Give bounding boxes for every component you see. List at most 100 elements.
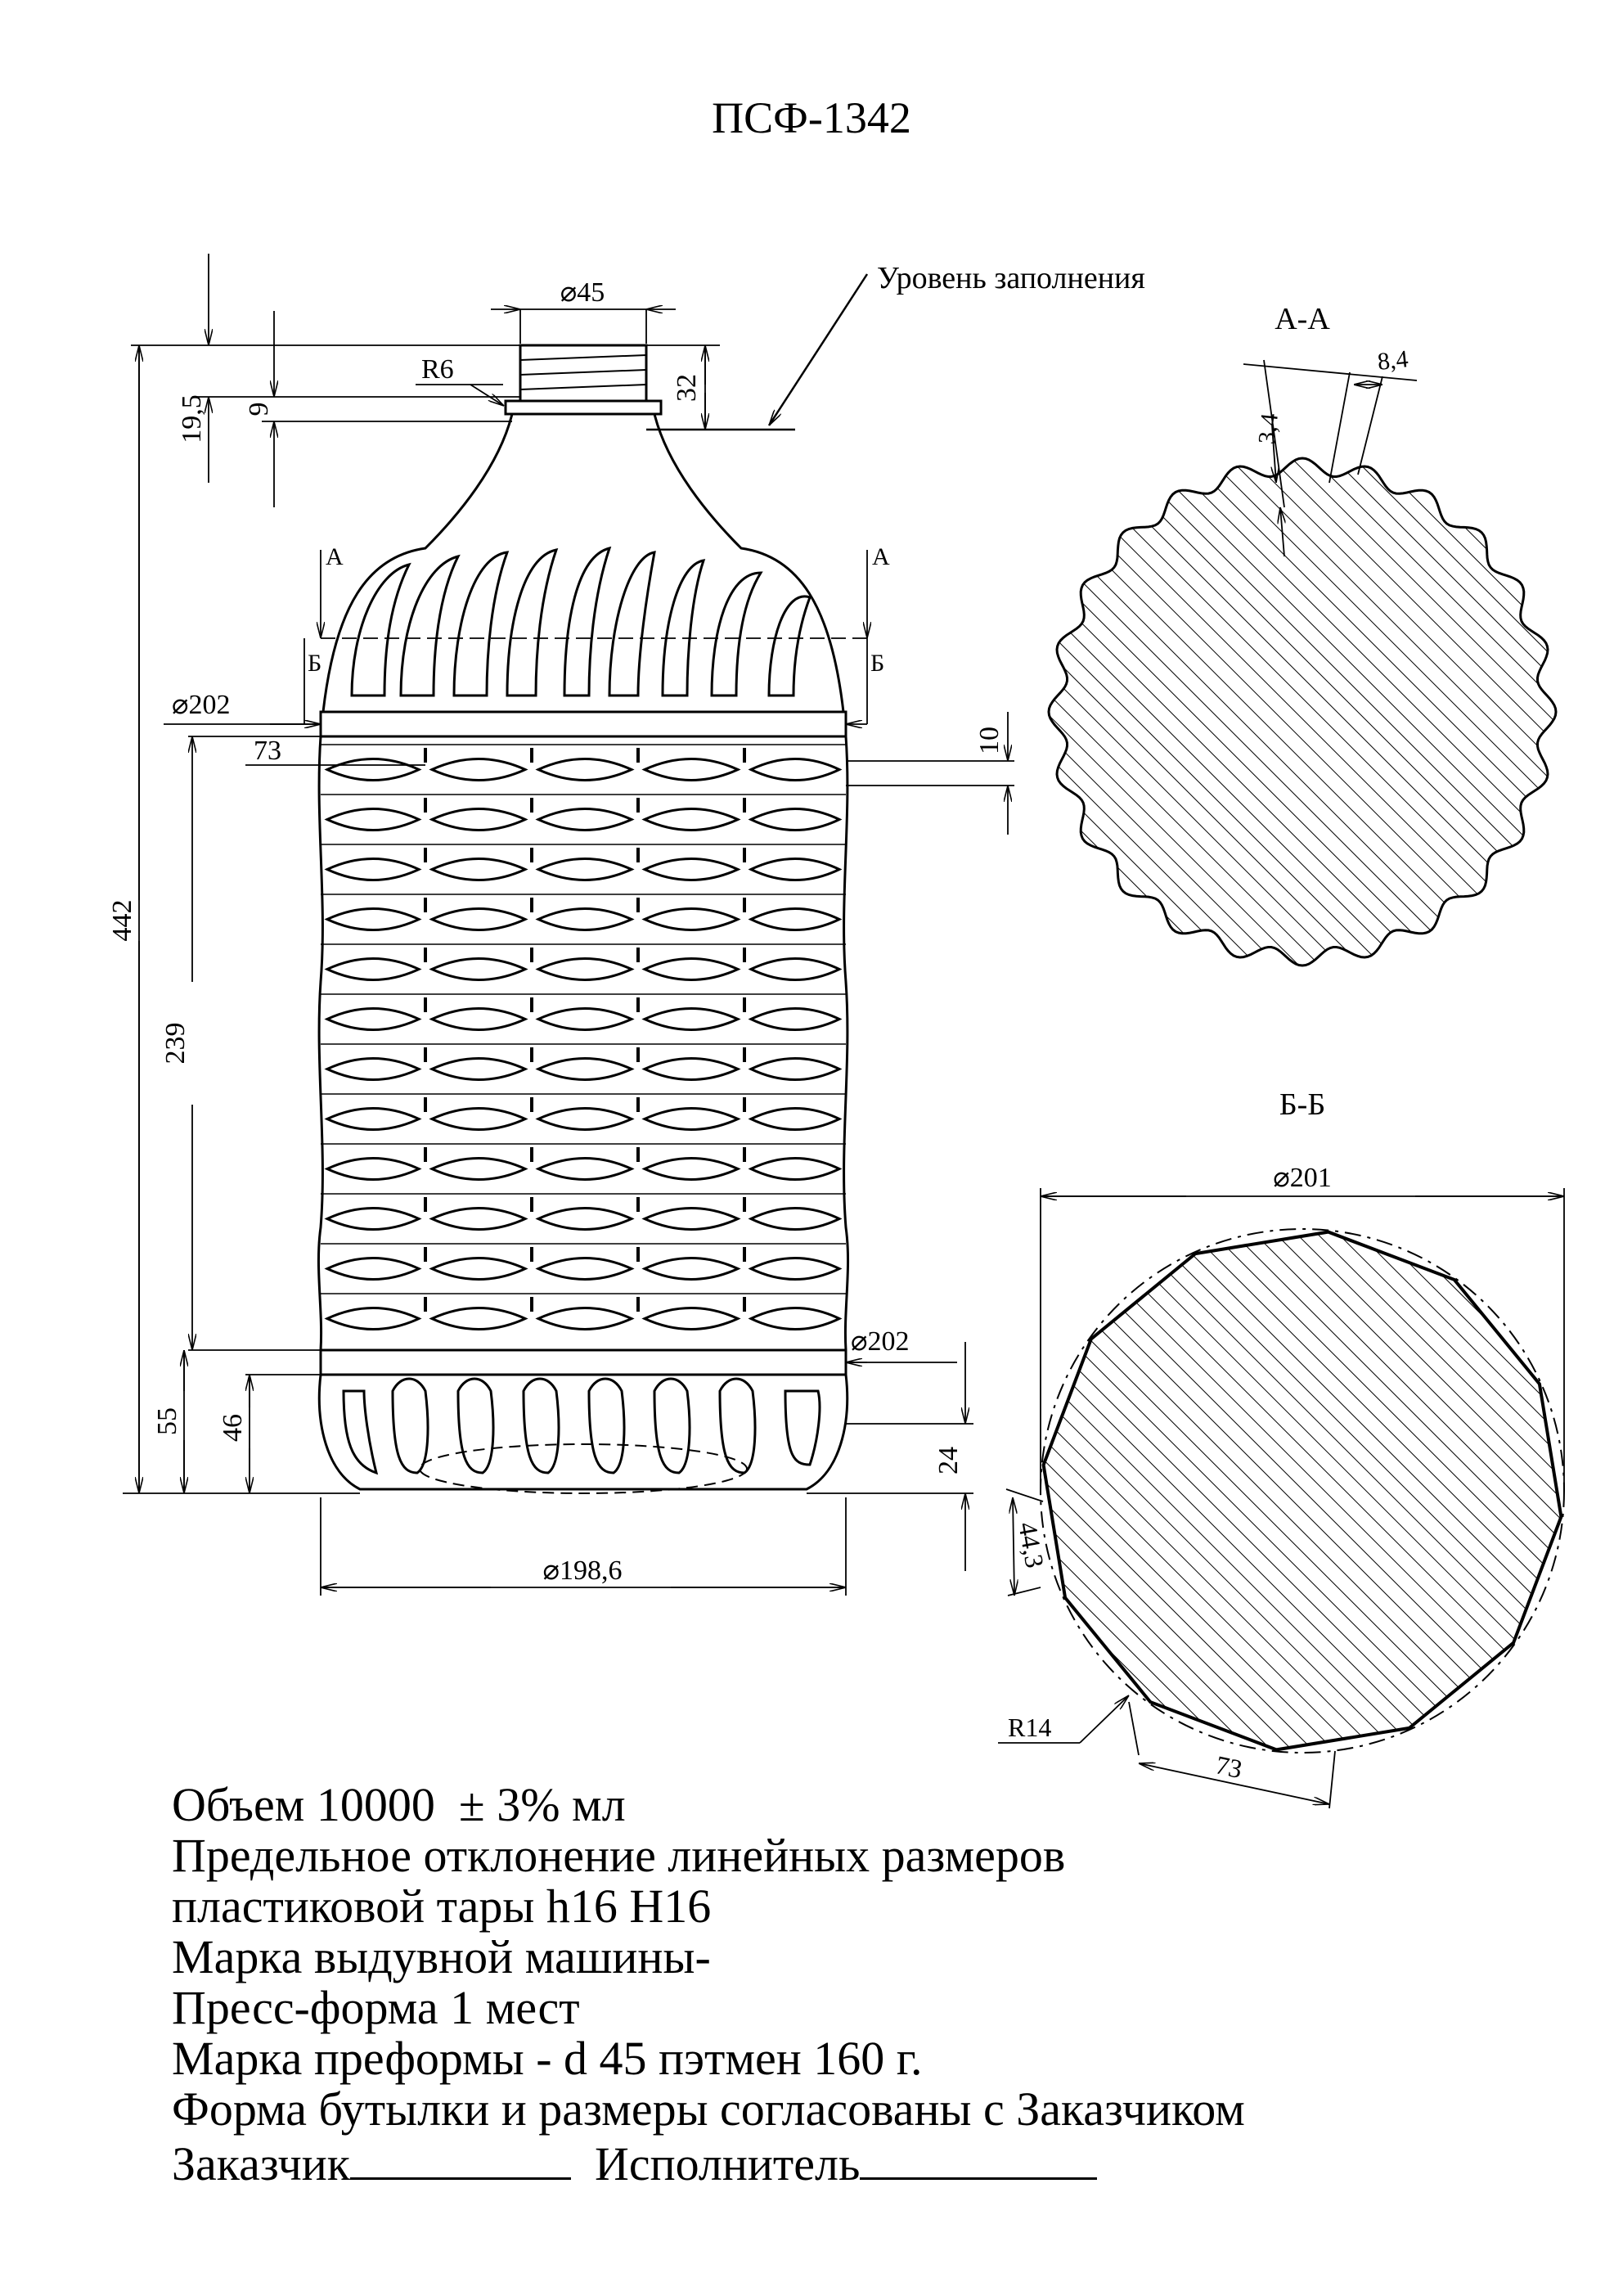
body-lens	[535, 858, 635, 881]
signature-row: Заказчик Исполнитель	[172, 2135, 1595, 2190]
dim-base-height-55: 55	[152, 1407, 182, 1435]
body-lens	[641, 1207, 741, 1231]
dim-section-b-flat: 44,3	[1013, 1519, 1050, 1569]
dim-body-height: 239	[160, 1023, 191, 1065]
dim-body-diameter-bottom: ⌀202	[851, 1326, 909, 1357]
dim-total-height: 442	[107, 900, 137, 942]
body-lens	[748, 1307, 843, 1330]
contractor-label: Исполнитель	[594, 2137, 861, 2190]
body-lens	[641, 808, 741, 831]
section-a-title: А-А	[1275, 302, 1330, 336]
dim-base-height-24: 24	[933, 1447, 964, 1474]
body-lens	[429, 1157, 528, 1181]
body-lens	[748, 1107, 843, 1131]
note-tolerance-1: Предельное отклонение линейных размеров	[172, 1829, 1066, 1882]
dim-neck-height-19: 19,5	[177, 394, 207, 443]
body-lens	[748, 907, 843, 931]
body-lens	[748, 1257, 843, 1281]
note-volume: Объем 10000 ± 3% мл	[172, 1778, 626, 1831]
body-lens	[748, 758, 843, 781]
body-lens	[324, 1157, 422, 1181]
body-lens	[324, 1007, 422, 1031]
cut-label-a-left: А	[326, 543, 344, 570]
body-lens	[748, 957, 843, 981]
section-b-view: ⌀201 44,3 R14 73	[998, 1163, 1565, 1809]
drawing-title: ПСФ-1342	[712, 93, 911, 142]
body-lens	[748, 858, 843, 881]
dim-body-diameter-top: ⌀202	[172, 690, 230, 720]
body-lens	[748, 1007, 843, 1031]
body-lens	[324, 1057, 422, 1081]
upper-band	[319, 710, 847, 738]
bottle-base	[317, 1374, 849, 1491]
body-lens	[535, 758, 635, 781]
body-lens	[429, 758, 528, 781]
section-b-outline	[1041, 1230, 1563, 1752]
customer-signature-line[interactable]	[349, 2135, 571, 2180]
dim-neck-diameter: ⌀45	[560, 277, 605, 308]
dim-rib-pitch: 73	[254, 736, 281, 766]
dimension-lines	[123, 254, 1014, 1596]
section-a-outline	[1047, 457, 1558, 967]
body-pattern	[321, 744, 846, 1330]
body-lens	[535, 907, 635, 931]
note-mold: Пресс-форма 1 мест	[172, 1981, 580, 2034]
cut-label-b-right: Б	[870, 650, 884, 677]
body-lens	[324, 1257, 422, 1281]
body-lens	[429, 1107, 528, 1131]
fill-level-label: Уровень заполнения	[877, 261, 1145, 295]
body-lens	[324, 1107, 422, 1131]
body-lens	[535, 1307, 635, 1330]
dimension-labels: ⌀45 R6 19,5 9 32 442 ⌀202 73 10 239 55 4…	[107, 277, 1005, 1586]
body-lens	[641, 1307, 741, 1330]
dim-section-b-diameter: ⌀201	[1273, 1163, 1331, 1193]
section-b-title: Б-Б	[1279, 1087, 1325, 1122]
neck-threads	[519, 354, 647, 390]
base-ellipse	[419, 1443, 748, 1494]
shoulder-ribs	[350, 546, 812, 697]
body-lens	[535, 1007, 635, 1031]
body-lens	[429, 808, 528, 831]
body-lens	[748, 808, 843, 831]
body-lens	[748, 1057, 843, 1081]
body-lens	[641, 1107, 741, 1131]
body-lens	[535, 1107, 635, 1131]
body-lens	[641, 758, 741, 781]
dim-neck-height-32: 32	[672, 374, 702, 402]
body-lens	[429, 1207, 528, 1231]
base-ribs	[342, 1377, 821, 1475]
body-lens	[324, 957, 422, 981]
body-lens	[429, 1057, 528, 1081]
body-lens	[324, 858, 422, 881]
body-lens	[429, 1007, 528, 1031]
note-preform: Марка преформы - d 45 пэтмен 160 г.	[172, 2032, 923, 2085]
neck-support-ring	[504, 399, 663, 416]
body-lens	[429, 1307, 528, 1330]
body-lens	[535, 1157, 635, 1181]
section-cut-labels: А А Б Б	[308, 543, 890, 677]
body-lens	[641, 1057, 741, 1081]
body-left-side	[317, 736, 324, 1351]
dim-band-height: 10	[974, 727, 1005, 754]
section-a-view: 8,4 3,4	[1047, 345, 1558, 967]
body-lens	[641, 1157, 741, 1181]
body-lens	[429, 907, 528, 931]
dim-base-diameter: ⌀198,6	[543, 1555, 623, 1586]
body-lens	[324, 808, 422, 831]
body-lens	[324, 1207, 422, 1231]
contractor-signature-line[interactable]	[860, 2135, 1098, 2180]
body-lens	[429, 957, 528, 981]
dim-groove-width: 8,4	[1376, 345, 1409, 376]
drawing-notes: Объем 10000 ± 3% мл Предельное отклонени…	[172, 1780, 1595, 2190]
bottle-front-view	[317, 344, 850, 1494]
body-lens	[535, 808, 635, 831]
body-right-side	[843, 736, 850, 1351]
fill-level-indicator	[646, 273, 869, 431]
cut-label-a-right: А	[872, 543, 890, 570]
customer-label: Заказчик	[172, 2137, 350, 2190]
dim-base-height-46: 46	[218, 1414, 248, 1442]
note-machine: Марка выдувной машины-	[172, 1930, 711, 1983]
body-lens	[748, 1207, 843, 1231]
body-lens	[641, 1257, 741, 1281]
